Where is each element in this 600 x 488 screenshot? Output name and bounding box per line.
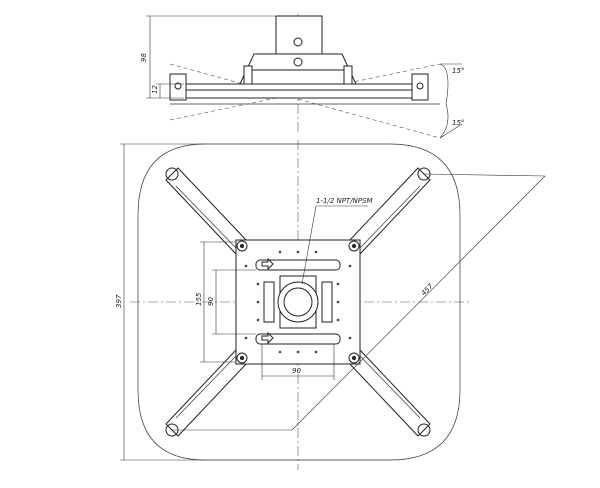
dim-overall-width: 397 <box>115 294 123 308</box>
dim-side-height: 98 <box>140 53 148 62</box>
side-view <box>146 14 463 139</box>
dim-vertical-inner: 90 <box>207 297 215 306</box>
reach-envelope <box>137 143 461 461</box>
dim-horizontal-inner: 90 <box>292 367 301 375</box>
side-column <box>275 15 323 55</box>
side-base-plate <box>183 83 415 99</box>
dim-angle-lower: 15° <box>452 119 464 127</box>
dim-angle-upper: 15° <box>452 67 464 75</box>
side-left-clamp <box>169 73 187 101</box>
dim-diagonal: 457 <box>420 282 435 297</box>
plan-view <box>120 140 546 470</box>
pipe-inner <box>283 287 313 317</box>
side-right-clamp <box>411 73 429 101</box>
dim-vertical-outer: 155 <box>195 292 203 306</box>
pipe-label: 1-1/2 NPT/NPSM <box>316 197 373 205</box>
dim-side-offset: 12 <box>151 85 159 94</box>
